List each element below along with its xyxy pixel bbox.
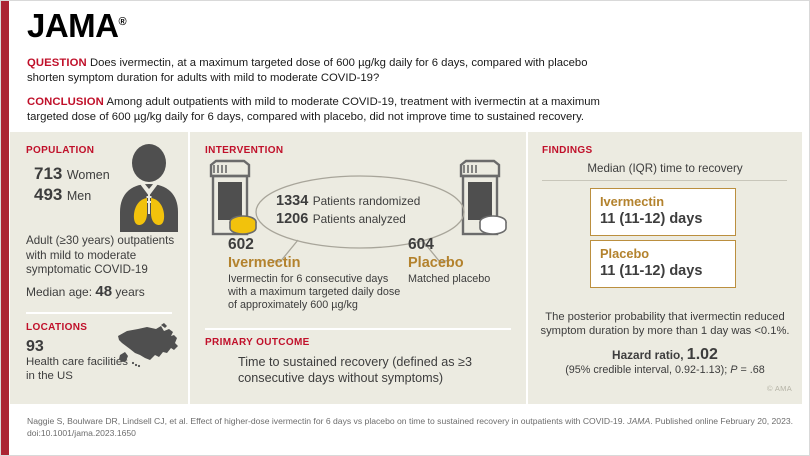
result-ivermectin-name: Ivermectin — [600, 194, 665, 209]
intervention-panel: INTERVENTION — [188, 132, 526, 404]
count-men-label: Men — [66, 189, 92, 203]
p-value-symbol: P — [730, 364, 738, 376]
arm-placebo-n: 604 — [408, 236, 434, 253]
intervention-arm-placebo: 604 Placebo Matched placebo — [408, 236, 523, 286]
population-counts: 713 Women 493 Men — [34, 164, 110, 206]
arm-placebo-name: Placebo — [408, 255, 464, 271]
count-women-value: 713 — [34, 164, 63, 183]
locations-count: 93 — [26, 338, 44, 355]
united-states-map-icon — [114, 322, 182, 379]
analyzed-row: 1206 Patients analyzed — [276, 210, 466, 228]
randomization-ellipse — [254, 174, 466, 279]
analyzed-value: 1206 — [276, 211, 309, 227]
header: JAMA® QUESTION Does ivermectin, at a max… — [27, 9, 787, 134]
locations-title: LOCATIONS — [26, 322, 88, 333]
hazard-ratio-value: 1.02 — [686, 346, 718, 363]
trademark-mark: ® — [118, 16, 127, 28]
copyright-notice: © AMA — [767, 384, 792, 393]
conclusion-label: CONCLUSION — [27, 96, 104, 108]
brand-accent-bar — [1, 1, 9, 455]
intervention-title: INTERVENTION — [205, 145, 284, 156]
median-age-value: 48 — [95, 283, 113, 300]
analyzed-label: Patients analyzed — [312, 212, 406, 226]
citation-doi: . Published online February 20, 2023. do… — [27, 416, 794, 438]
question-paragraph: QUESTION Does ivermectin, at a maximum t… — [27, 56, 627, 86]
population-panel: POPULATION 713 Women 493 Men — [10, 132, 188, 404]
population-divider — [26, 312, 172, 314]
result-ivermectin-value: 11 (11-12) days — [600, 211, 703, 227]
result-box-placebo: Placebo 11 (11-12) days — [590, 240, 736, 288]
summary-text: QUESTION Does ivermectin, at a maximum t… — [27, 56, 627, 125]
randomization-counts: 1334 Patients randomized 1206 Patients a… — [276, 192, 466, 228]
result-placebo-value: 11 (11-12) days — [600, 263, 703, 279]
question-text: Does ivermectin, at a maximum targeted d… — [27, 57, 588, 84]
confidence-interval: (95% credible interval, 0.92-1.13); P = … — [540, 364, 790, 376]
arm-ivermectin-name: Ivermectin — [228, 255, 301, 271]
randomized-label: Patients randomized — [312, 194, 421, 208]
arm-ivermectin-n: 602 — [228, 236, 254, 253]
posterior-probability-text: The posterior probability that ivermecti… — [540, 311, 790, 337]
citation-footer: Naggie S, Boulware DR, Lindsell CJ, et a… — [27, 415, 797, 439]
findings-subtitle: Median (IQR) time to recovery — [587, 162, 743, 175]
population-description: Adult (≥30 years) outpatients with mild … — [26, 234, 175, 277]
citation-authors-title: Naggie S, Boulware DR, Lindsell CJ, et a… — [27, 416, 628, 426]
locations-description: Health care facilities in the US — [26, 356, 128, 382]
randomized-row: 1334 Patients randomized — [276, 192, 466, 210]
primary-outcome-text: Time to sustained recovery (defined as ≥… — [238, 355, 472, 385]
findings-divider — [542, 180, 787, 181]
count-women-label: Women — [66, 168, 110, 182]
ci-text: (95% credible interval, 0.92-1.13); — [565, 364, 731, 376]
count-women: 713 Women — [34, 164, 110, 185]
randomized-value: 1334 — [276, 193, 309, 209]
hazard-ratio: Hazard ratio, 1.02 — [540, 346, 790, 364]
median-age-unit: years — [115, 285, 145, 299]
placebo-pill-bottle-icon — [452, 159, 508, 244]
result-placebo-name: Placebo — [600, 246, 650, 261]
findings-title: FINDINGS — [542, 145, 593, 156]
median-age: Median age: 48 years — [26, 283, 145, 300]
median-age-label: Median age: — [26, 285, 93, 299]
hazard-ratio-label: Hazard ratio, — [612, 348, 684, 362]
conclusion-paragraph: CONCLUSION Among adult outpatients with … — [27, 95, 627, 125]
p-value: = .68 — [737, 364, 765, 376]
ivermectin-pill-bottle-icon — [202, 159, 258, 244]
arm-placebo-description: Matched placebo — [408, 273, 491, 285]
citation-journal: JAMA — [627, 416, 651, 426]
conclusion-text: Among adult outpatients with mild to mod… — [27, 96, 600, 123]
primary-outcome-title: PRIMARY OUTCOME — [205, 337, 310, 348]
intervention-divider — [205, 328, 511, 330]
jama-logo: JAMA® — [27, 7, 127, 44]
result-box-ivermectin: Ivermectin 11 (11-12) days — [590, 188, 736, 236]
findings-panel: FINDINGS Median (IQR) time to recovery I… — [526, 132, 802, 404]
count-men: 493 Men — [34, 185, 110, 206]
panel-band: POPULATION 713 Women 493 Men — [10, 132, 802, 404]
population-title: POPULATION — [26, 145, 95, 156]
arm-ivermectin-description: Ivermectin for 6 consecutive days with a… — [228, 273, 401, 311]
intervention-arm-ivermectin: 602 Ivermectin Ivermectin for 6 consecut… — [228, 236, 408, 312]
count-men-value: 493 — [34, 185, 63, 204]
person-lungs-icon — [116, 144, 182, 237]
question-label: QUESTION — [27, 57, 87, 69]
